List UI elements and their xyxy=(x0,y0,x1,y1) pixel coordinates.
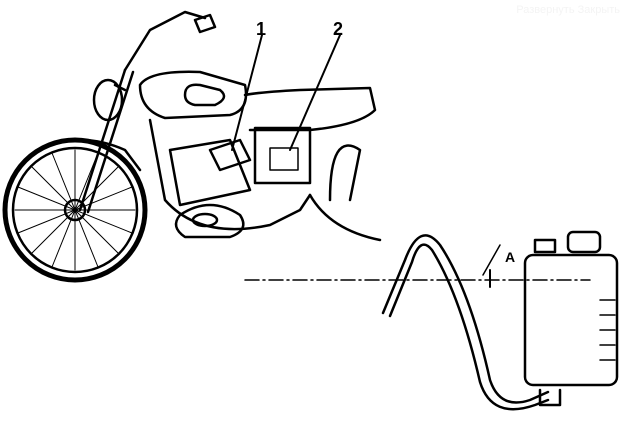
fork-and-handlebar xyxy=(78,10,217,214)
watermark: Развернуть Закрыть xyxy=(516,4,620,16)
front-wheel xyxy=(2,137,148,283)
engine xyxy=(168,138,252,239)
label-part-2: 2 xyxy=(333,19,343,39)
frame-tank xyxy=(138,70,382,242)
fuel-hose xyxy=(381,234,550,411)
label-part-1: 1 xyxy=(256,19,266,39)
label-level-a: A xyxy=(505,249,515,265)
fuel-canister xyxy=(523,230,619,407)
